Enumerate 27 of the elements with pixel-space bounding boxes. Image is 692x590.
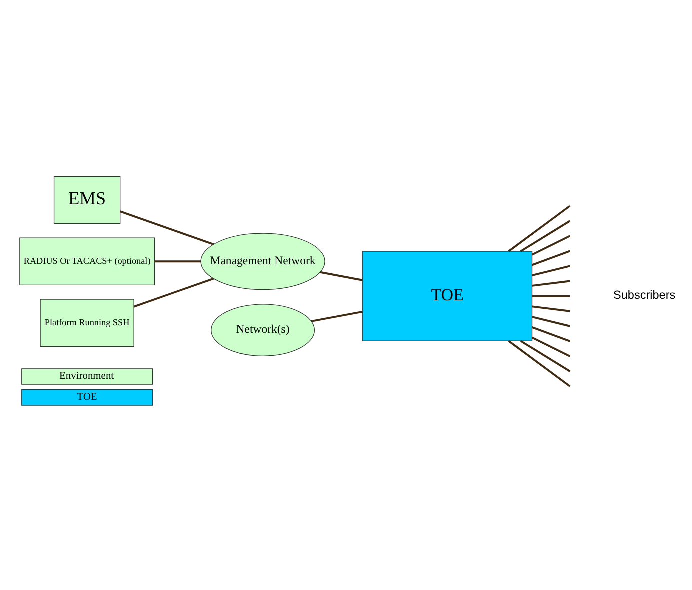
connector: [532, 326, 570, 342]
node-box: TOE: [362, 251, 533, 342]
connector: [311, 310, 363, 322]
connector: [320, 271, 363, 282]
node-box: RADIUS Or TACACS+ (optional): [20, 238, 155, 286]
node-box: EMS: [54, 176, 121, 224]
connector: [532, 336, 571, 358]
connector: [532, 250, 570, 266]
connector: [532, 280, 570, 287]
connector: [134, 278, 214, 308]
label: Subscribers: [614, 289, 676, 302]
connector: [532, 306, 570, 312]
connector: [532, 265, 570, 277]
connector: [520, 220, 571, 252]
node-ellipse: Network(s): [211, 304, 316, 356]
node-box: Platform Running SSH: [40, 299, 134, 347]
legend-label: TOE: [77, 392, 98, 404]
connector: [520, 340, 571, 372]
connector: [508, 340, 571, 388]
connector: [508, 205, 571, 252]
node-ellipse: Management Network: [200, 233, 326, 290]
connector: [532, 295, 570, 298]
connector: [120, 210, 214, 246]
connector: [154, 260, 202, 263]
legend-label: Environment: [60, 371, 114, 382]
connector: [532, 235, 571, 256]
connector: [532, 316, 570, 328]
